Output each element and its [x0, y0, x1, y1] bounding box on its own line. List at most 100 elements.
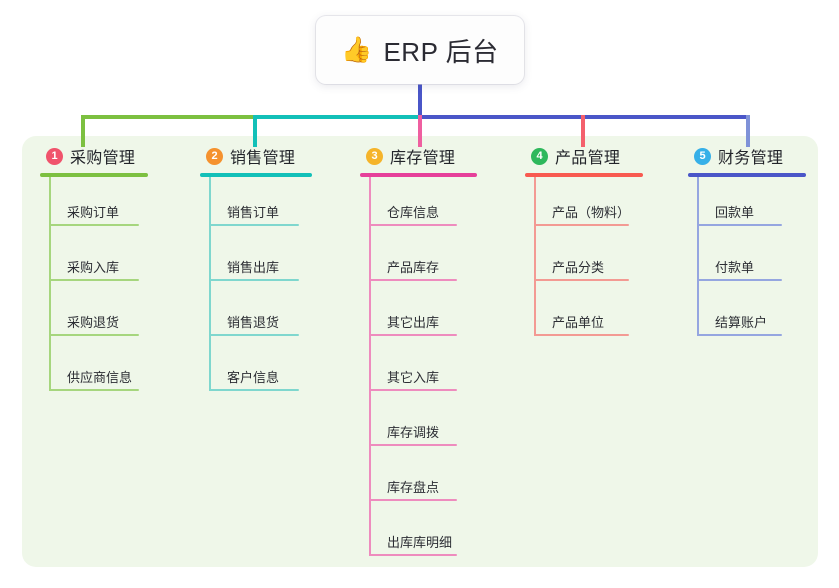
- branch-column-2: 2 销售管理销售订单销售出库销售退货客户信息: [200, 144, 312, 397]
- branch-child-label: 付款单: [715, 260, 755, 275]
- branch-child-label: 产品（物料）: [552, 205, 631, 220]
- root-title: ERP 后台: [383, 36, 499, 67]
- branch-spine-3: [369, 177, 371, 556]
- branch-child-underline: [534, 224, 629, 226]
- branch-title-1: 采购管理: [70, 150, 136, 167]
- branch-column-5: 5 财务管理回款单付款单结算账户: [688, 144, 806, 342]
- branch-child-item[interactable]: 产品库存: [360, 232, 477, 287]
- branch-header-2[interactable]: 2 销售管理: [200, 144, 312, 168]
- branch-header-1[interactable]: 1 采购管理: [40, 144, 148, 168]
- branch-child-label: 销售出库: [227, 260, 280, 275]
- branch-child-label: 库存盘点: [387, 480, 440, 495]
- branch-child-item[interactable]: 库存调拨: [360, 397, 477, 452]
- branch-child-underline: [209, 279, 299, 281]
- branch-child-label: 其它入库: [387, 370, 440, 385]
- branch-children-4: 产品（物料） 产品分类产品单位: [525, 177, 643, 342]
- branch-child-item[interactable]: 采购订单: [40, 177, 148, 232]
- branch-badge-3: 3: [366, 147, 383, 165]
- branch-child-underline: [369, 279, 457, 281]
- branch-underline-3: [360, 173, 477, 177]
- branch-spine-1: [49, 177, 51, 391]
- branch-title-2: 销售管理: [230, 150, 296, 167]
- branch-child-item[interactable]: 产品（物料）: [525, 177, 643, 232]
- branch-children-3: 仓库信息产品库存其它出库其它入库库存调拨库存盘点出库库明细: [360, 177, 477, 562]
- branch-child-label: 供应商信息: [67, 370, 133, 385]
- branch-children-5: 回款单付款单结算账户: [688, 177, 806, 342]
- branch-child-item[interactable]: 销售出库: [200, 232, 312, 287]
- branch-underline-4: [525, 173, 643, 177]
- branch-title-3: 库存管理: [390, 150, 456, 167]
- branch-child-underline: [369, 499, 457, 501]
- branch-child-underline: [697, 279, 782, 281]
- branch-badge-1: 1: [46, 147, 63, 165]
- branch-column-4: 4 产品管理产品（物料） 产品分类产品单位: [525, 144, 643, 342]
- branch-child-label: 结算账户: [715, 315, 768, 330]
- branch-child-underline: [369, 444, 457, 446]
- branch-child-label: 客户信息: [227, 370, 280, 385]
- branch-badge-5: 5: [694, 147, 711, 165]
- branch-underline-5: [688, 173, 806, 177]
- root-node[interactable]: 👍 ERP 后台: [316, 16, 524, 84]
- branch-child-label: 回款单: [715, 205, 755, 220]
- branch-badge-4: 4: [531, 147, 548, 165]
- branch-child-item[interactable]: 客户信息: [200, 342, 312, 397]
- branch-header-5[interactable]: 5 财务管理: [688, 144, 806, 168]
- branch-child-underline: [209, 334, 299, 336]
- thumbs-up-icon: 👍: [341, 35, 373, 64]
- branch-children-2: 销售订单销售出库销售退货客户信息: [200, 177, 312, 397]
- branch-child-item[interactable]: 结算账户: [688, 287, 806, 342]
- branch-child-underline: [49, 224, 139, 226]
- branch-column-1: 1 采购管理采购订单采购入库采购退货供应商信息: [40, 144, 148, 397]
- branch-child-item[interactable]: 销售订单: [200, 177, 312, 232]
- diagram-panel: [22, 136, 818, 567]
- branch-title-5: 财务管理: [718, 150, 784, 167]
- branch-child-underline: [369, 224, 457, 226]
- branch-children-1: 采购订单采购入库采购退货供应商信息: [40, 177, 148, 397]
- branch-child-item[interactable]: 销售退货: [200, 287, 312, 342]
- branch-header-3[interactable]: 3 库存管理: [360, 144, 477, 168]
- branch-child-label: 销售订单: [227, 205, 280, 220]
- branch-title-4: 产品管理: [555, 150, 621, 167]
- branch-child-item[interactable]: 供应商信息: [40, 342, 148, 397]
- branch-child-underline: [49, 389, 139, 391]
- branch-child-item[interactable]: 采购入库: [40, 232, 148, 287]
- branch-child-label: 仓库信息: [387, 205, 440, 220]
- branch-child-underline: [697, 224, 782, 226]
- branch-child-label: 出库库明细: [387, 535, 453, 550]
- branch-child-underline: [369, 389, 457, 391]
- branch-child-underline: [534, 334, 629, 336]
- branch-child-label: 产品库存: [387, 260, 440, 275]
- branch-child-underline: [369, 334, 457, 336]
- branch-child-underline: [697, 334, 782, 336]
- branch-child-label: 采购退货: [67, 315, 120, 330]
- branch-child-underline: [49, 334, 139, 336]
- branch-child-label: 库存调拨: [387, 425, 440, 440]
- branch-underline-1: [40, 173, 148, 177]
- branch-child-item[interactable]: 库存盘点: [360, 452, 477, 507]
- branch-child-underline: [49, 279, 139, 281]
- branch-spine-5: [697, 177, 699, 336]
- branch-child-label: 其它出库: [387, 315, 440, 330]
- branch-spine-4: [534, 177, 536, 336]
- branch-child-underline: [369, 554, 457, 556]
- branch-child-underline: [534, 279, 629, 281]
- branch-header-4[interactable]: 4 产品管理: [525, 144, 643, 168]
- branch-child-item[interactable]: 其它出库: [360, 287, 477, 342]
- branch-child-item[interactable]: 产品单位: [525, 287, 643, 342]
- branch-child-item[interactable]: 产品分类: [525, 232, 643, 287]
- branch-badge-2: 2: [206, 147, 223, 165]
- branch-child-underline: [209, 389, 299, 391]
- branch-child-label: 销售退货: [227, 315, 280, 330]
- branch-child-label: 采购订单: [67, 205, 120, 220]
- branch-child-item[interactable]: 其它入库: [360, 342, 477, 397]
- branch-child-item[interactable]: 采购退货: [40, 287, 148, 342]
- branch-child-item[interactable]: 付款单: [688, 232, 806, 287]
- branch-column-3: 3 库存管理仓库信息产品库存其它出库其它入库库存调拨库存盘点出库库明细: [360, 144, 477, 562]
- branch-child-item[interactable]: 回款单: [688, 177, 806, 232]
- branch-child-label: 采购入库: [67, 260, 120, 275]
- branch-child-item[interactable]: 仓库信息: [360, 177, 477, 232]
- branch-child-label: 产品单位: [552, 315, 605, 330]
- branch-child-item[interactable]: 出库库明细: [360, 507, 477, 562]
- branch-spine-2: [209, 177, 211, 391]
